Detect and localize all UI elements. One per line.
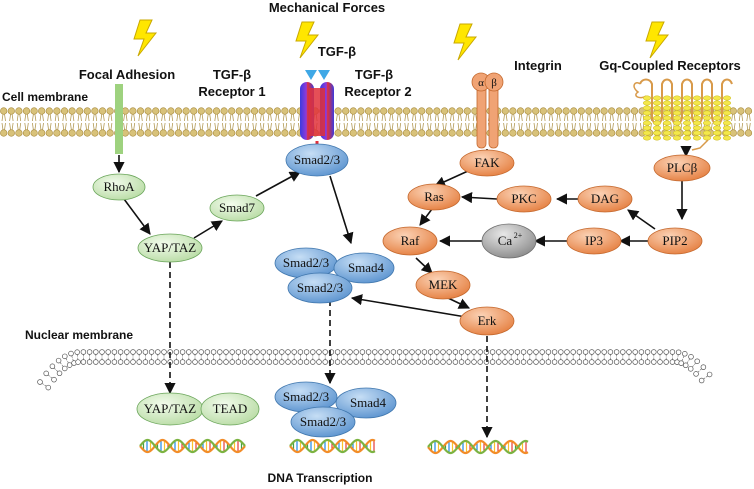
calcium-node: Ca 2+: [481, 223, 537, 259]
pip2-node: PIP2: [647, 227, 703, 255]
tgfb-receptor1-label-line1: TGF-β: [213, 67, 251, 82]
smad23-top-node: Smad2/3: [285, 143, 349, 177]
lightning-icon: [453, 23, 478, 61]
mechanical-forces-label: Mechanical Forces: [269, 0, 385, 15]
svg-text:Ras: Ras: [424, 189, 444, 204]
svg-text:Erk: Erk: [478, 313, 497, 328]
lightning-icon: [295, 21, 320, 59]
dna-helix-icon: [289, 438, 376, 454]
smad23-node: Smad2/3: [283, 255, 329, 270]
gq-coupled-receptor: [633, 78, 733, 151]
svg-text:PIP2: PIP2: [662, 233, 687, 248]
yap-taz-nuclear-node: YAP/TAZ: [144, 401, 196, 416]
svg-text:Smad7: Smad7: [219, 200, 256, 215]
nuclear-membrane-bilayer: [37, 349, 713, 391]
integrin-label: Integrin: [514, 58, 562, 73]
calcium-superscript: 2+: [514, 231, 523, 240]
plcb-node: PLCβ: [653, 154, 711, 182]
smad-complex: Smad2/3 Smad4 Smad2/3: [274, 247, 395, 304]
lightning-icon: [133, 19, 158, 57]
tgfb-ligand-label: TGF-β: [318, 44, 356, 59]
tead-node: TEAD: [213, 401, 248, 416]
pathway-connectors: [113, 141, 692, 439]
tgfb-receptor1-label-line2: Receptor 1: [198, 84, 265, 99]
nuclear-smad-complex: Smad2/3 Smad4 Smad2/3: [274, 381, 397, 438]
tgfb-ligand-triangle: [318, 70, 330, 80]
ip3-node: IP3: [566, 227, 622, 255]
dna-helix-icon: [427, 439, 529, 455]
fak-node: FAK: [459, 149, 515, 177]
integrin-beta-label: β: [491, 77, 497, 89]
dna-helix-icon: [139, 438, 246, 454]
svg-text:YAP/TAZ: YAP/TAZ: [144, 240, 196, 255]
lightning-icon: [645, 21, 670, 59]
yap-taz-node: YAP/TAZ: [137, 233, 203, 263]
smad23-nuclear-node: Smad2/3: [283, 389, 329, 404]
focal-adhesion-bar: [115, 84, 123, 154]
svg-text:PKC: PKC: [511, 191, 536, 206]
svg-text:RhoA: RhoA: [103, 179, 135, 194]
svg-text:MEK: MEK: [429, 277, 459, 292]
tgfb-ligand-triangle: [305, 70, 317, 80]
erk-node: Erk: [459, 306, 515, 336]
raf-node: Raf: [382, 226, 438, 256]
tgfb-receptor2-label-line1: TGF-β: [355, 67, 393, 82]
smad7-node: Smad7: [209, 194, 265, 222]
svg-text:Smad2/3: Smad2/3: [294, 152, 340, 167]
cell-membrane-label: Cell membrane: [2, 90, 88, 104]
svg-text:PLCβ: PLCβ: [667, 160, 698, 175]
integrin-receptor: α β: [471, 72, 504, 149]
dna-transcription-label: DNA Transcription: [268, 471, 373, 485]
svg-text:FAK: FAK: [474, 155, 500, 170]
svg-text:IP3: IP3: [585, 233, 603, 248]
svg-text:DAG: DAG: [591, 191, 619, 206]
rhoa-node: RhoA: [92, 173, 146, 201]
ras-node: Ras: [407, 183, 461, 211]
dag-node: DAG: [577, 185, 633, 213]
smad4-node: Smad4: [348, 260, 385, 275]
integrin-alpha-label: α: [478, 77, 484, 89]
smad23-node: Smad2/3: [297, 280, 343, 295]
focal-adhesion-label: Focal Adhesion: [79, 67, 175, 82]
smad4-nuclear-node: Smad4: [350, 395, 387, 410]
mek-node: MEK: [415, 270, 471, 300]
tgfb-receptor2-label-line2: Receptor 2: [344, 84, 411, 99]
tgfb-receptor: [300, 70, 334, 140]
nuclear-yap-taz-tead: YAP/TAZ TEAD: [136, 392, 260, 426]
smad23-nuclear-node: Smad2/3: [300, 414, 346, 429]
svg-text:Ca: Ca: [498, 233, 513, 248]
nuclear-membrane-label: Nuclear membrane: [25, 328, 133, 342]
pkc-node: PKC: [496, 185, 552, 213]
cell-membrane-bilayer: [0, 107, 753, 137]
gq-receptors-label: Gq-Coupled Receptors: [599, 58, 741, 73]
svg-text:Raf: Raf: [401, 233, 420, 248]
